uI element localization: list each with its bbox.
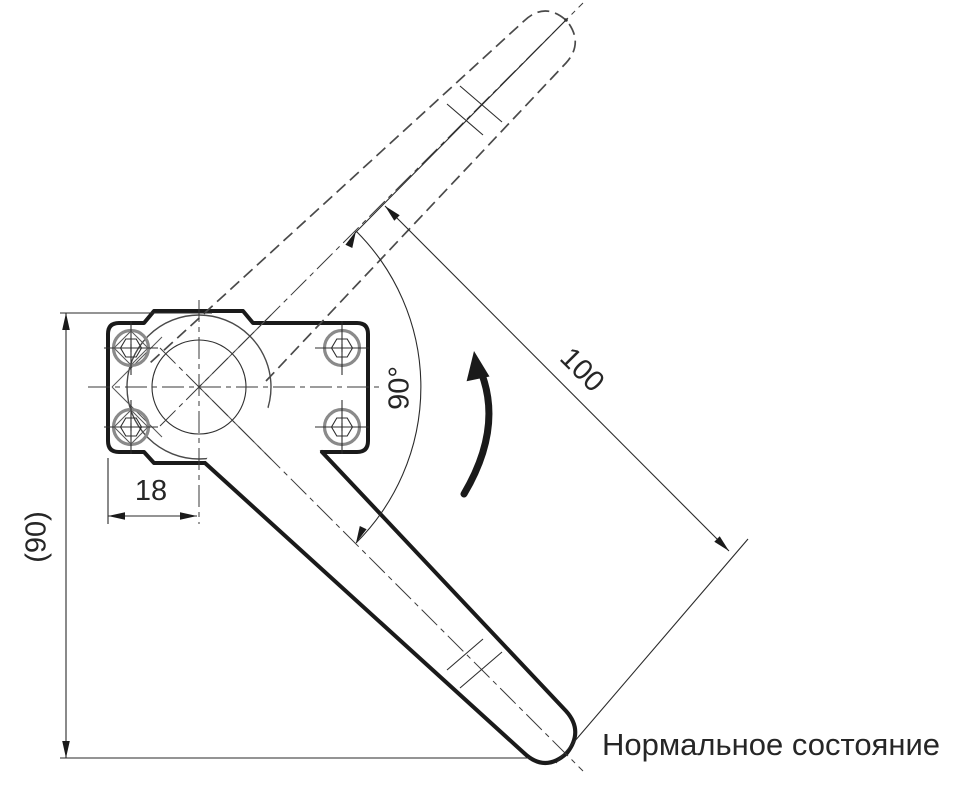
lever-solid-outline [203, 450, 578, 765]
dimension-angle-90deg: 90° [345, 230, 422, 544]
arrow-right-icon [180, 512, 197, 520]
arrow-left-icon [108, 512, 125, 520]
phantom-grip-joint-lines [446, 85, 503, 136]
dimension-width-18: 18 [107, 458, 197, 524]
lever-solid-fill [205, 385, 576, 763]
caption-label: Нормальное состояние [602, 727, 940, 762]
socket-screws [104, 321, 369, 454]
arc-arrow-bottom-icon [356, 526, 367, 543]
dim-length-label: 100 [554, 342, 611, 399]
rotation-arrow-icon [460, 351, 493, 498]
socket-screw-icon [104, 321, 158, 375]
arc-arrow-top-icon [345, 231, 356, 248]
socket-screw-icon [315, 321, 369, 375]
arrow-upleft-icon [385, 206, 400, 221]
socket-screw-icon [104, 400, 158, 454]
arrow-down-icon [62, 741, 70, 758]
socket-screw-icon [315, 400, 369, 454]
dim-angle-label: 90° [384, 366, 416, 410]
dim-width-label: 18 [135, 475, 167, 507]
dim-height-label: (90) [21, 511, 53, 563]
arrow-downright-icon [714, 536, 729, 551]
dimension-height-90: (90) [21, 312, 530, 759]
lever-solid-normal [203, 385, 578, 765]
lever-phantom-rotated [149, 10, 577, 382]
solid-grip-joint-lines [446, 638, 503, 689]
arrow-up-icon [62, 313, 70, 330]
